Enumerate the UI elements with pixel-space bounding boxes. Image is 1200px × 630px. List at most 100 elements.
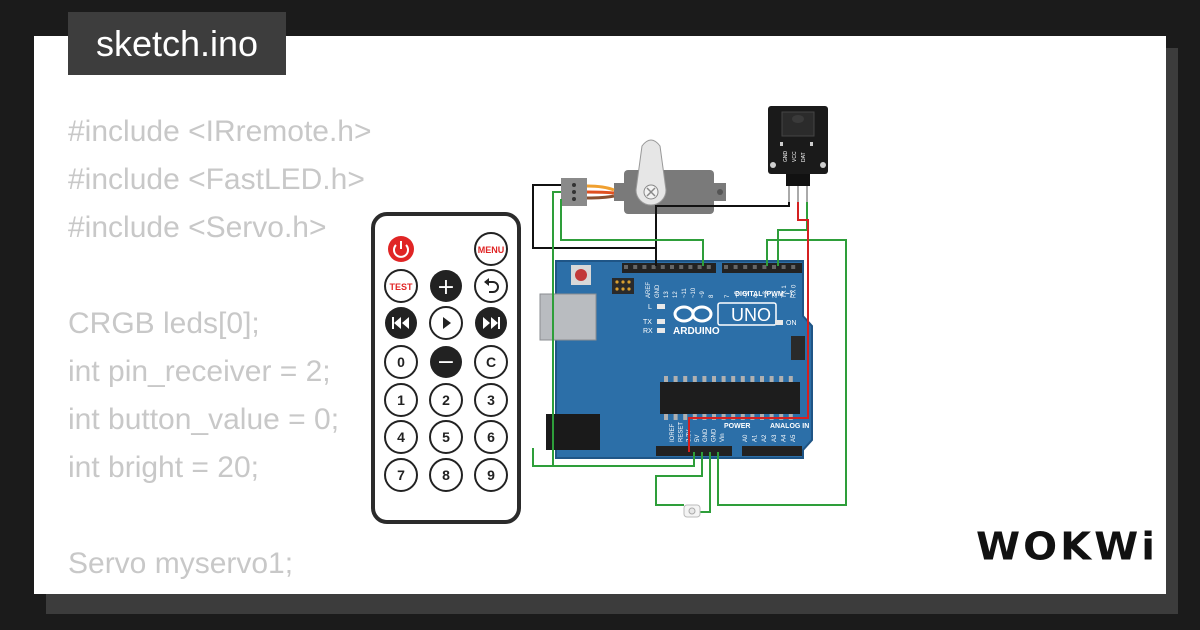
digital-header-right[interactable] [722, 263, 802, 273]
servo-motor[interactable] [561, 139, 726, 214]
chip-leg [740, 376, 745, 382]
header-pin[interactable] [781, 265, 786, 269]
ir-remote[interactable]: MENU TEST + [371, 212, 521, 524]
header-pin[interactable] [651, 265, 656, 269]
header-pin[interactable] [642, 265, 647, 269]
digit-button-8[interactable]: 8 [429, 458, 463, 492]
zero-button[interactable]: 0 [384, 345, 418, 379]
arduino-logo-icon [673, 305, 713, 323]
pin-label: 2 [773, 294, 779, 298]
rewind-icon [392, 317, 409, 329]
menu-button[interactable]: MENU [474, 232, 508, 266]
power-jack [546, 414, 600, 450]
digit-label: 3 [487, 392, 495, 408]
pin-label: ~10 [691, 287, 697, 298]
power-header[interactable] [656, 446, 732, 456]
play-button[interactable] [429, 306, 463, 340]
rx-led [657, 328, 665, 333]
pin-label: ~3 [763, 290, 769, 298]
rewind-button[interactable] [385, 307, 417, 339]
fast-forward-button[interactable] [475, 307, 507, 339]
pin-label: A5 [791, 434, 797, 442]
header-pin[interactable] [670, 265, 674, 269]
pin-label: A4 [781, 434, 787, 442]
digit-button-2[interactable]: 2 [429, 383, 463, 417]
digit-button-3[interactable]: 3 [474, 383, 508, 417]
chip-leg [731, 376, 736, 382]
header-pin[interactable] [688, 265, 693, 269]
rgb-led[interactable] [683, 504, 701, 518]
analog-header[interactable] [742, 446, 802, 456]
code-line: #include <FastLED.h> [68, 163, 365, 196]
wire-black-ir-gnd [655, 202, 790, 248]
wire-red-ir-vcc [688, 202, 809, 452]
header-pin[interactable] [733, 265, 738, 269]
wire-green-servo-power [532, 191, 695, 467]
analog-label: ANALOG IN [770, 423, 809, 430]
digit-label: 5 [442, 429, 450, 445]
chip-leg [683, 414, 688, 420]
power-icon [393, 241, 409, 258]
ir-receiver-module[interactable]: GND VCC DAT [768, 106, 828, 202]
ir-pin-label: GND [783, 151, 789, 163]
c-button[interactable]: C [474, 345, 508, 379]
chip-leg [760, 376, 764, 382]
header-pin[interactable] [724, 265, 728, 269]
digit-label: 6 [487, 429, 495, 445]
pin-label: Vin [720, 433, 726, 442]
digit-button-9[interactable]: 9 [474, 458, 508, 492]
code-line: int button_value = 0; [68, 403, 340, 436]
plus-button[interactable]: + [430, 270, 462, 302]
digit-button-1[interactable]: 1 [384, 383, 418, 417]
wire-green-led-signal [717, 239, 847, 506]
wire-green-ir-data [777, 202, 808, 266]
digit-button-6[interactable]: 6 [474, 420, 508, 454]
header-pin[interactable] [762, 265, 767, 269]
pin-label: GND [703, 428, 709, 442]
digit-label: 7 [397, 467, 405, 483]
header-pin[interactable] [697, 265, 702, 269]
header-pin[interactable] [660, 265, 665, 269]
pin-label: 5V [695, 435, 701, 442]
digit-button-4[interactable]: 4 [384, 420, 418, 454]
header-pin[interactable] [633, 265, 638, 269]
header-pin[interactable] [624, 265, 628, 269]
wire-black-servo-gnd [532, 184, 657, 266]
test-button[interactable]: TEST [384, 269, 418, 303]
digital-header-left[interactable] [622, 263, 716, 273]
back-button[interactable] [474, 269, 508, 303]
header-pin[interactable] [679, 265, 684, 269]
digit-label: 4 [397, 429, 405, 445]
header-pin[interactable] [791, 265, 796, 269]
digit-button-5[interactable]: 5 [429, 420, 463, 454]
icsp-header [612, 278, 634, 294]
tx-led [657, 319, 665, 324]
chip-leg [673, 376, 678, 382]
plus-label: + [437, 275, 455, 300]
code-editor: #include <IRremote.h>#include <FastLED.h… [68, 108, 461, 594]
chip-leg [673, 414, 678, 420]
pin-label: TX 1 [782, 285, 788, 298]
wire-green-servo-signal [560, 199, 704, 266]
pin-label: A1 [753, 434, 759, 442]
minus-button[interactable]: − [430, 346, 462, 378]
file-tab[interactable]: sketch.ino [68, 12, 286, 75]
digit-label: 9 [487, 467, 495, 483]
header-pin[interactable] [706, 265, 711, 269]
reset-button[interactable] [571, 265, 591, 285]
digital-label: DIGITAL (PWM ~) [735, 291, 792, 298]
header-pin[interactable] [772, 265, 776, 269]
pin-label: ~5 [744, 290, 750, 298]
pin-label: 13 [664, 291, 670, 298]
power-button[interactable] [388, 236, 414, 262]
code-line: Servo myservo1; [68, 547, 294, 580]
header-pin[interactable] [752, 265, 757, 269]
pin-label: RX 0 [792, 284, 798, 298]
test-label: TEST [389, 282, 413, 292]
digit-button-7[interactable]: 7 [384, 458, 418, 492]
servo-horn[interactable] [635, 139, 667, 206]
rx-label: RX [643, 328, 653, 335]
header-pin[interactable] [743, 265, 748, 269]
